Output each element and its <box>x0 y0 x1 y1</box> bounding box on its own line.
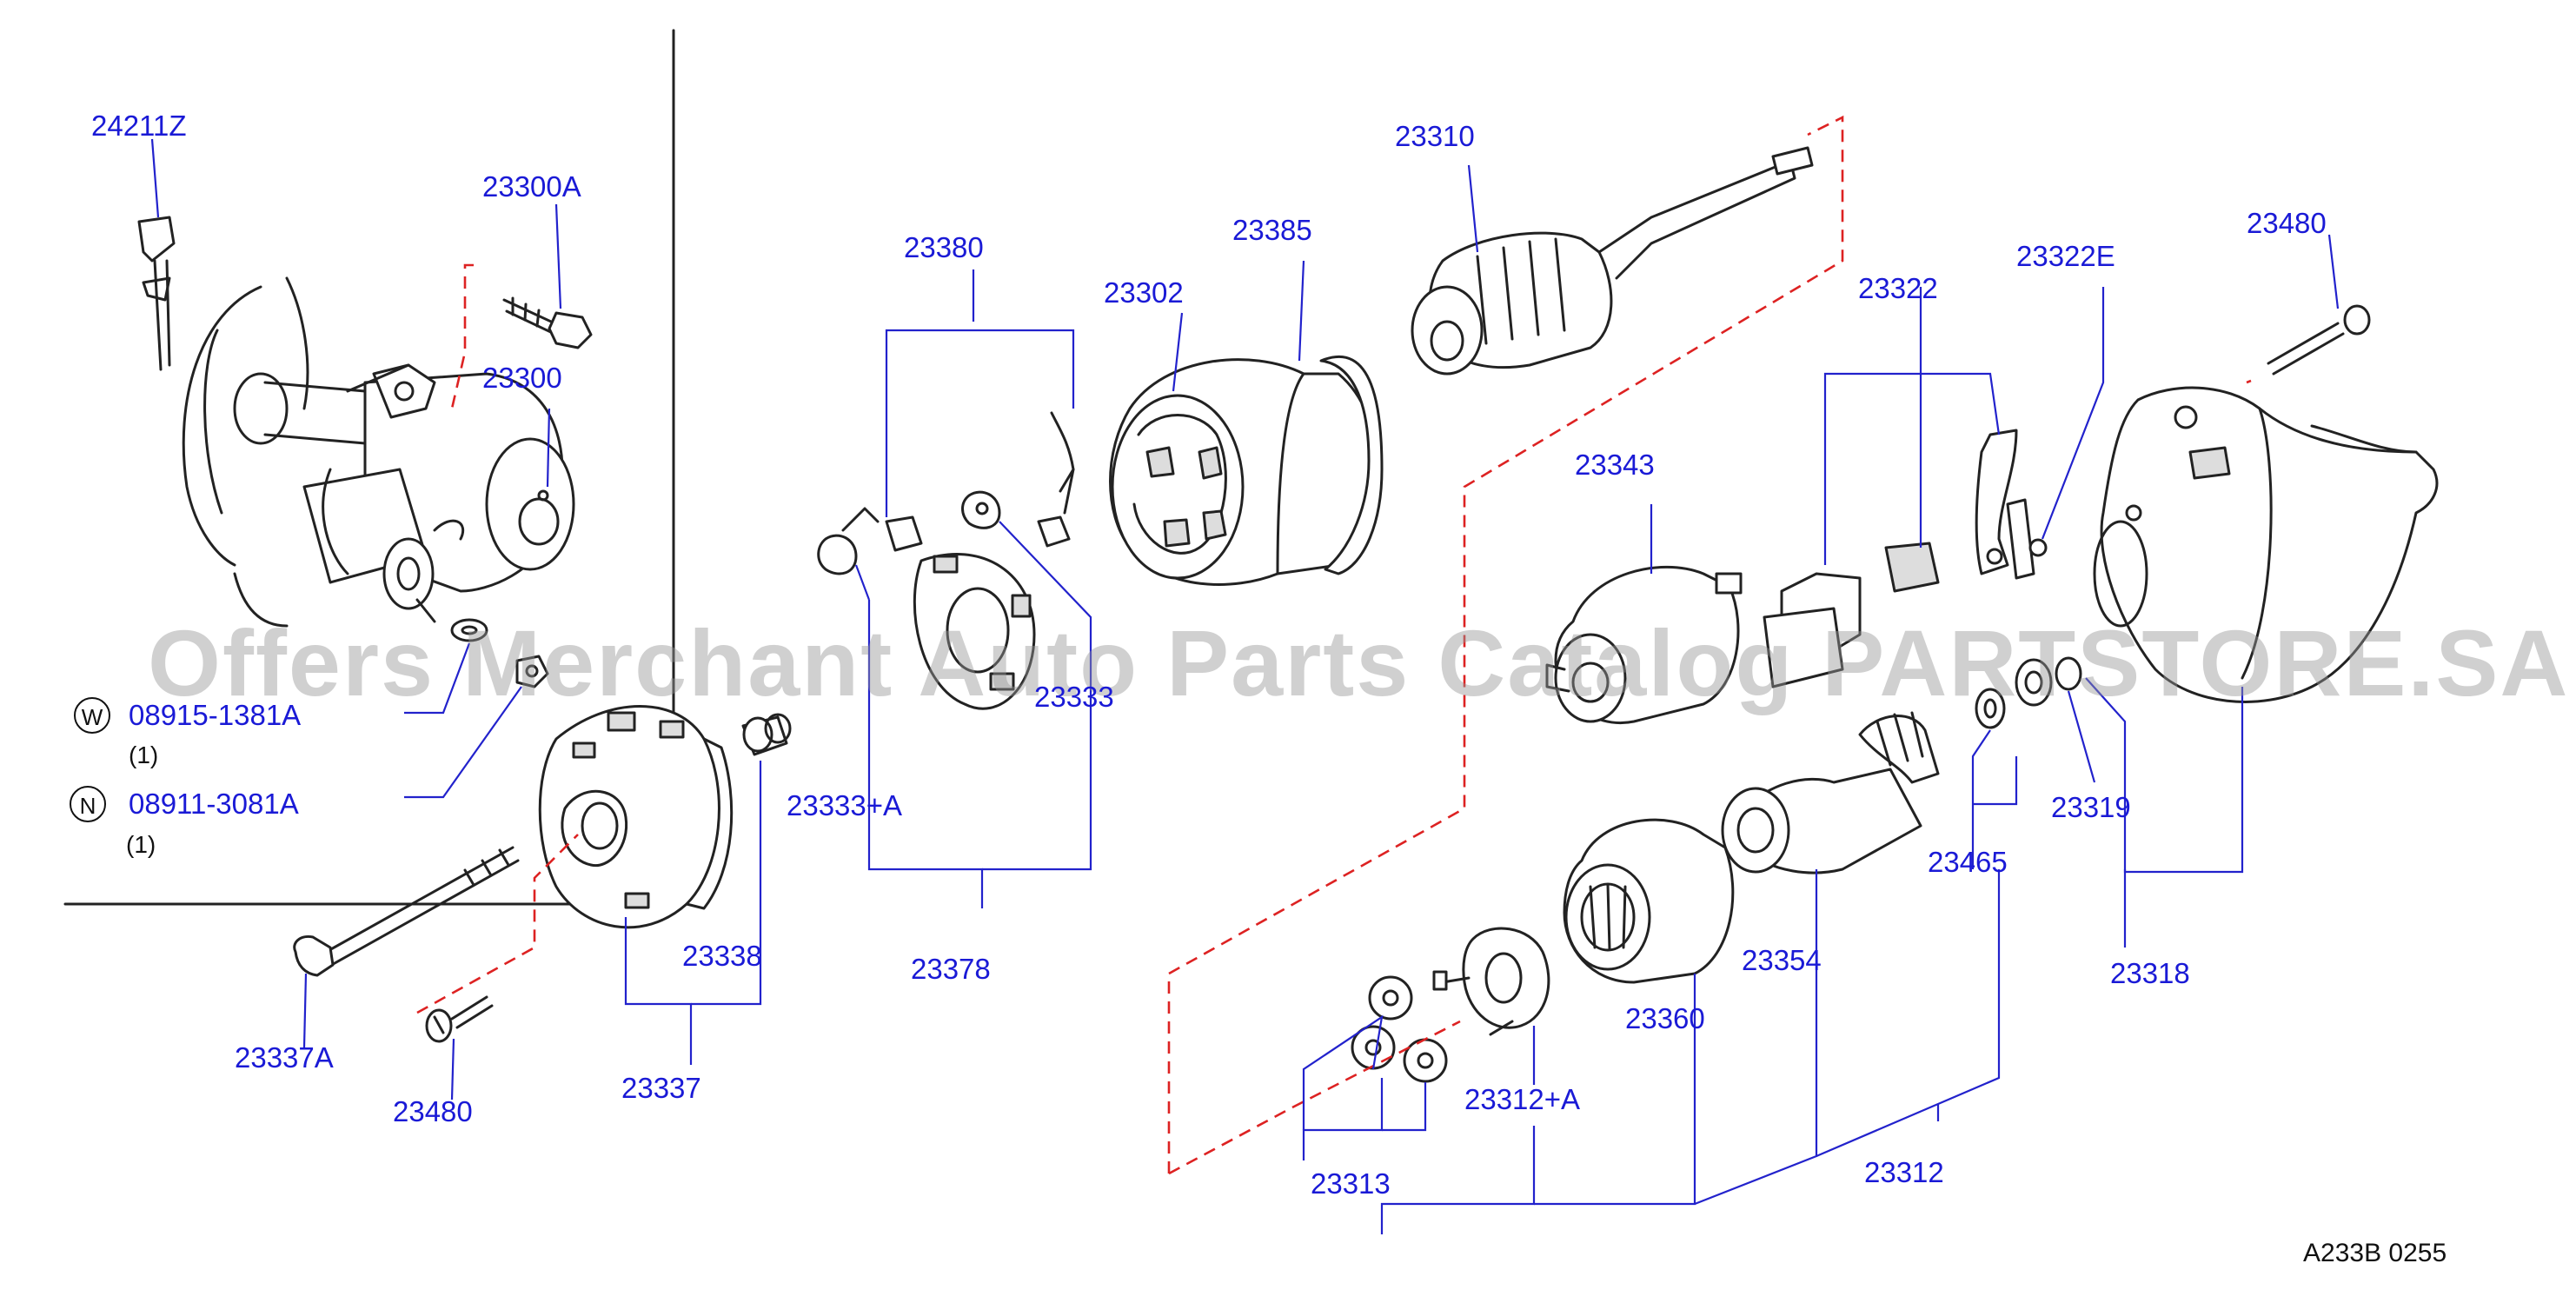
label-23337[interactable]: 23337 <box>621 1072 701 1104</box>
label-08915-1381a[interactable]: 08915-1381A <box>129 699 302 731</box>
label-23333[interactable]: 23333 <box>1034 681 1114 713</box>
pinion-clutch-23354 <box>1721 711 1940 874</box>
bushing-23338 <box>741 713 792 756</box>
label-24211z[interactable]: 24211Z <box>91 110 187 142</box>
starter-assembly-drawing <box>182 276 575 628</box>
leader-lines <box>150 138 2340 1234</box>
brush-lead-23380 <box>1037 411 1075 548</box>
through-bolt-23337a <box>293 846 520 977</box>
yoke-23302 <box>1109 358 1379 586</box>
washer-badge: W <box>74 697 110 734</box>
label-23318[interactable]: 23318 <box>2110 957 2190 989</box>
qty-08911: (1) <box>126 831 156 858</box>
label-23333a[interactable]: 23333+A <box>787 789 903 821</box>
label-23378[interactable]: 23378 <box>911 953 991 985</box>
label-23465[interactable]: 23465 <box>1928 846 2008 878</box>
figure-id: A233B 0255 <box>2303 1239 2447 1267</box>
clip-23322e <box>2028 538 2048 557</box>
label-23313[interactable]: 23313 <box>1311 1167 1391 1200</box>
internal-gear-23360 <box>1563 818 1735 984</box>
label-08911-3081a[interactable]: 08911-3081A <box>129 788 299 820</box>
label-23310[interactable]: 23310 <box>1395 120 1475 152</box>
screw-23480-left <box>425 995 494 1043</box>
nut-badge: N <box>70 786 106 822</box>
label-23302[interactable]: 23302 <box>1104 276 1184 309</box>
label-23337a[interactable]: 23337A <box>235 1041 334 1074</box>
ring-23319 <box>2015 656 2082 707</box>
washer-23465 <box>1975 688 2006 729</box>
brush-holder-23378 <box>913 553 1036 710</box>
label-23319[interactable]: 23319 <box>2051 791 2131 823</box>
assembly-dashed-lines <box>416 115 2252 1175</box>
brush-spring-23333a <box>817 507 880 575</box>
label-23343[interactable]: 23343 <box>1575 449 1655 481</box>
clip-24211z <box>137 216 176 371</box>
label-23322[interactable]: 23322 <box>1858 272 1938 304</box>
magnetic-switch-23343 <box>1545 566 1743 724</box>
label-23312a[interactable]: 23312+A <box>1464 1083 1581 1115</box>
armature-23310 <box>1411 146 1814 376</box>
planet-gear-1 <box>1368 975 1413 1021</box>
front-housing-23318 <box>2093 386 2439 703</box>
qty-08915: (1) <box>129 741 159 768</box>
label-23322e[interactable]: 23322E <box>2016 240 2115 272</box>
label-23312[interactable]: 23312 <box>1864 1156 1944 1188</box>
brush-spring-23333 <box>961 490 1001 529</box>
label-23380[interactable]: 23380 <box>904 231 984 263</box>
band-23385 <box>1319 355 1384 575</box>
brush-23380a <box>885 515 923 552</box>
shift-lever-23322 <box>1763 429 2035 688</box>
label-23354[interactable]: 23354 <box>1742 944 1822 976</box>
label-23385[interactable]: 23385 <box>1232 214 1312 246</box>
label-23480-left[interactable]: 23480 <box>393 1095 473 1127</box>
planet-carrier-23312a <box>1432 927 1550 1036</box>
label-23300a[interactable]: 23300A <box>482 170 581 203</box>
label-23338[interactable]: 23338 <box>682 940 762 972</box>
washer-08915 <box>450 618 488 642</box>
nut-08911 <box>515 655 549 688</box>
rear-cover-23337 <box>538 705 734 929</box>
label-23360[interactable]: 23360 <box>1625 1002 1705 1034</box>
label-23300[interactable]: 23300 <box>482 362 562 394</box>
label-23480-right[interactable]: 23480 <box>2247 207 2327 239</box>
screw-23480-right <box>2267 304 2371 376</box>
planet-gear-3 <box>1403 1038 1448 1083</box>
bolt-23300a <box>502 296 593 349</box>
watermark: Offers Merchant Auto Parts Catalog PARTS… <box>148 610 2570 715</box>
